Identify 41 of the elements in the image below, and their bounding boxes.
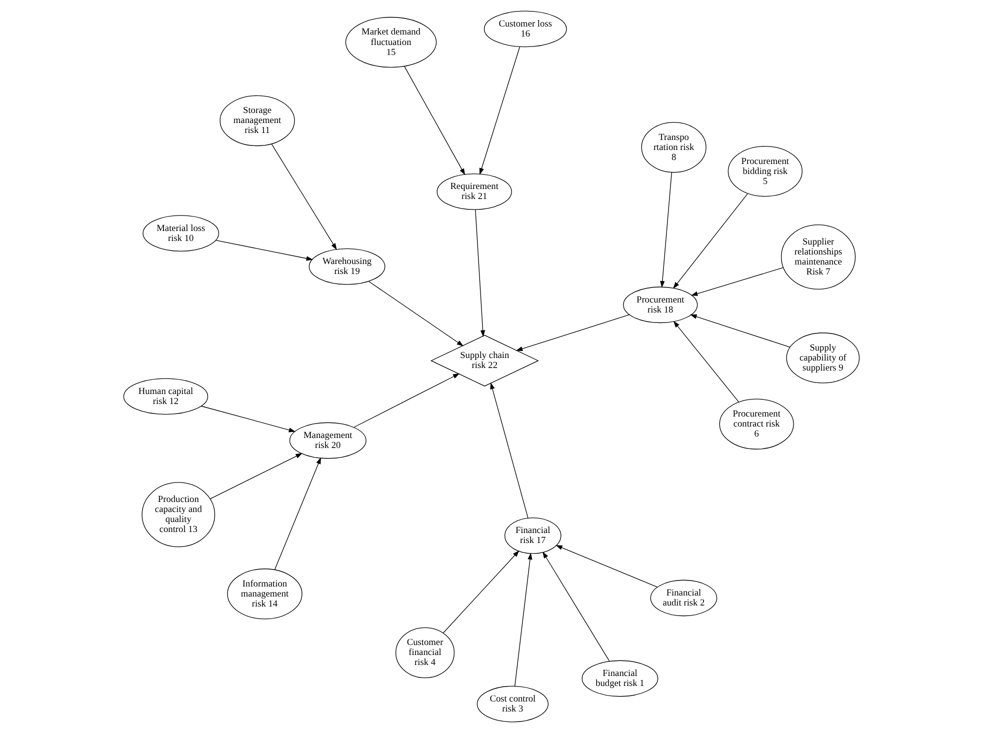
arrow (353, 373, 460, 428)
arrow (478, 46, 520, 175)
node-ellipse: Financial risk 17 (504, 517, 561, 554)
arrow (474, 209, 485, 337)
arrow (442, 550, 519, 634)
node-ellipse: Procurement contract risk 6 (718, 398, 794, 450)
node-ellipse: Warehousing risk 19 (308, 248, 385, 285)
arrow (209, 453, 302, 500)
node-ellipse: Cost control risk 3 (476, 686, 548, 722)
node-ellipse: Material loss risk 10 (142, 215, 219, 252)
arrow (555, 545, 658, 588)
node-ellipse: Financial audit risk 2 (650, 580, 717, 616)
arrow (660, 172, 672, 288)
arrow (215, 240, 313, 261)
node-ellipse: Human capital risk 12 (122, 378, 208, 415)
arrow (690, 314, 790, 348)
node-ellipse: Supply capability of suppliers 9 (786, 332, 860, 384)
arrow (490, 382, 528, 518)
arrow (672, 320, 739, 402)
node-ellipse: Procurement bidding risk 5 (727, 146, 802, 197)
arrow (672, 193, 748, 289)
node-ellipse: Information management risk 14 (226, 568, 302, 620)
node-ellipse: Transpo rtation risk 8 (640, 122, 706, 173)
node-ellipse: Financial budget risk 1 (581, 660, 658, 697)
arrow (542, 552, 610, 662)
node-ellipse: Supplier relationships maintenance Risk 7 (780, 224, 856, 290)
arrow (270, 144, 336, 250)
node-ellipse: Production capacity and quality control 13 (141, 482, 215, 548)
node-ellipse: Requirement risk 21 (436, 174, 512, 210)
arrow (404, 66, 465, 176)
node-ellipse: Storage management risk 11 (219, 95, 294, 146)
arrow (690, 267, 784, 296)
arrow (514, 552, 532, 686)
node-ellipse: Market demand fluctuation 15 (344, 16, 436, 68)
arrow (368, 281, 464, 346)
arrow (515, 314, 630, 351)
node-diamond: Supply chain risk 22 (430, 334, 538, 386)
arrow (200, 406, 296, 432)
arrow (274, 457, 320, 570)
node-ellipse: Customer loss 16 (483, 10, 566, 48)
node-ellipse: Customer financial risk 4 (395, 627, 454, 678)
